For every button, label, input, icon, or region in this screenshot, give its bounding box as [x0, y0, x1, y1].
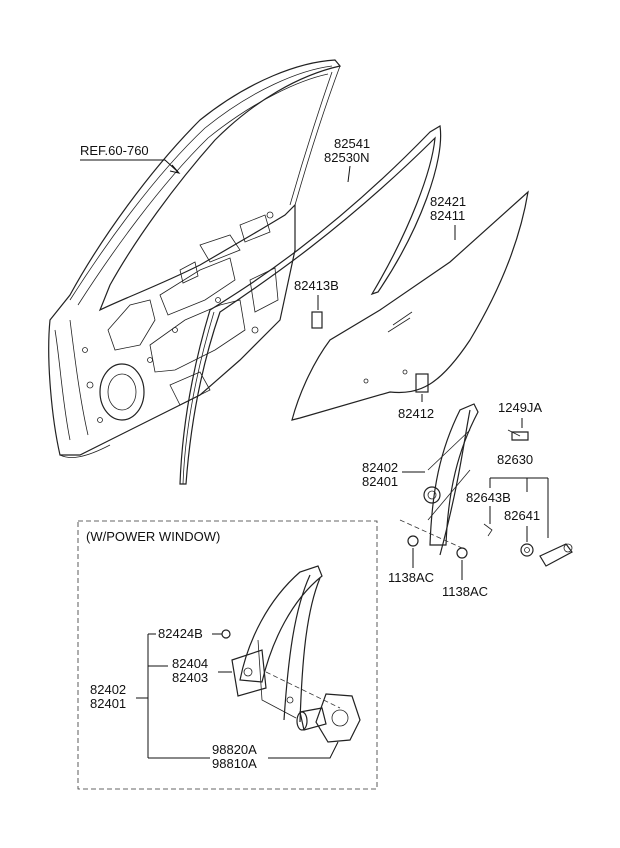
label-82402-box: 82402	[90, 682, 126, 697]
door-frame-icon	[48, 59, 342, 458]
label-82412: 82412	[398, 406, 434, 421]
label-98820A: 98820A	[212, 742, 257, 757]
nut-1138AC-left: 1138AC	[388, 535, 434, 585]
bolt-1249JA: 1249JA	[498, 400, 542, 441]
power-labels: 82424B 82404 82403 82402 82401 98820A 98…	[90, 626, 339, 771]
label-82401-box: 82401	[90, 696, 126, 711]
label-98810A: 98810A	[212, 756, 257, 771]
label-82643B: 82643B	[466, 490, 511, 505]
label-82541: 82541	[334, 136, 370, 151]
nut-1138AC-right: 1138AC	[442, 547, 488, 599]
window-handle-icon: 82630 82643B 82641	[466, 452, 573, 567]
window-glass-icon: 82421 82411	[291, 190, 529, 421]
label-1249JA: 1249JA	[498, 400, 542, 415]
label-82630: 82630	[497, 452, 533, 467]
label-82404: 82404	[172, 656, 208, 671]
label-82403: 82403	[172, 670, 208, 685]
power-window-box: (W/POWER WINDOW)	[77, 520, 378, 790]
label-82402-top: 82402	[362, 460, 398, 475]
label-82530N: 82530N	[324, 150, 370, 165]
power-window-title: (W/POWER WINDOW)	[86, 529, 220, 544]
ref-label: REF.60-760	[80, 143, 149, 158]
label-82421: 82421	[430, 194, 466, 209]
label-1138AC-left: 1138AC	[388, 570, 434, 585]
window-regulator-icon: 82402 82401	[362, 403, 479, 556]
window-regulator-power-icon	[221, 565, 341, 723]
door-weatherstrip-icon: 82541 82530N	[179, 125, 442, 485]
label-82424B: 82424B	[158, 626, 203, 641]
ref-callout: REF.60-760	[80, 143, 181, 174]
power-window-motor-icon	[296, 693, 361, 743]
label-82641: 82641	[504, 508, 540, 523]
clip-82413B: 82413B	[294, 278, 339, 329]
bracket-82412: 82412	[398, 373, 434, 421]
label-82411: 82411	[430, 208, 465, 223]
label-82401-top: 82401	[362, 474, 398, 489]
label-1138AC-right: 1138AC	[442, 584, 488, 599]
label-82413B: 82413B	[294, 278, 339, 293]
